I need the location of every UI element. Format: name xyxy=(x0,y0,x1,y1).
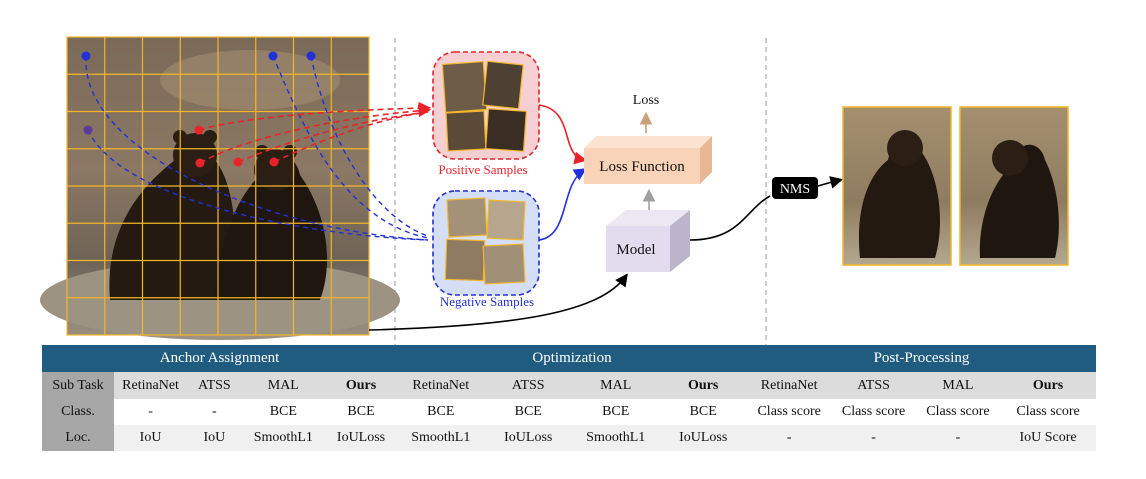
table-cell: RetinaNet xyxy=(114,372,188,399)
nms-to-output-arrow xyxy=(817,176,844,189)
table-cell: BCE xyxy=(241,399,325,425)
table-cell: Loc. xyxy=(42,425,115,451)
table-cell: IoU Score xyxy=(1000,425,1096,451)
positive-samples-label: Positive Samples xyxy=(438,162,527,177)
section-header-row: Anchor Assignment Optimization Post-Proc… xyxy=(42,345,1096,372)
negative-samples-label: Negative Samples xyxy=(440,294,534,309)
table-cell: Ours xyxy=(659,372,747,399)
positive-anchor-point xyxy=(233,157,243,167)
table-cell: RetinaNet xyxy=(397,372,485,399)
nms-label: NMS xyxy=(780,182,810,197)
output-crop-right xyxy=(959,106,1069,266)
positive-anchor-point xyxy=(195,158,205,168)
comparison-table: Anchor Assignment Optimization Post-Proc… xyxy=(42,345,1096,451)
table-cell: SmoothL1 xyxy=(571,425,660,451)
negative-to-loss-arrow xyxy=(538,168,587,241)
table-cell: SmoothL1 xyxy=(397,425,485,451)
table-cell: RetinaNet xyxy=(746,372,832,399)
table-cell: MAL xyxy=(915,372,1001,399)
table-cell: BCE xyxy=(571,399,660,425)
model-label: Model xyxy=(616,242,655,258)
table-cell: IoULoss xyxy=(484,425,572,451)
table-cell: IoULoss xyxy=(325,425,398,451)
anchor-grid xyxy=(66,36,370,336)
loss-label: Loss xyxy=(633,93,659,108)
table-cell: - xyxy=(114,399,188,425)
negative-anchor-point xyxy=(306,51,316,61)
table-cell: Ours xyxy=(1000,372,1096,399)
table-cell: Class score xyxy=(915,399,1001,425)
loss-function-label: Loss Function xyxy=(599,159,685,175)
table-cell: - xyxy=(831,425,916,451)
model-to-nms-arrow xyxy=(689,195,771,241)
nms-box xyxy=(772,177,818,199)
positive-samples-group xyxy=(432,51,540,160)
negative-anchor-point xyxy=(268,51,278,61)
table-cell: Sub Task xyxy=(42,372,115,399)
negative-anchor-point xyxy=(83,125,93,135)
positive-to-loss-arrow xyxy=(538,104,588,165)
table-cell: ATSS xyxy=(187,372,242,399)
table-cell: - xyxy=(746,425,832,451)
comparison-table-wrapper: Anchor Assignment Optimization Post-Proc… xyxy=(42,345,1096,451)
positive-anchor-point xyxy=(269,157,279,167)
negative-anchor-point xyxy=(81,51,91,61)
table-cell: IoU xyxy=(114,425,188,451)
table-cell: ATSS xyxy=(484,372,572,399)
table-cell: Ours xyxy=(325,372,398,399)
model-box xyxy=(606,210,690,272)
table-cell: BCE xyxy=(397,399,485,425)
pipeline-diagram: Positive Samples Negative Samples Loss F… xyxy=(40,36,1069,345)
section-post-processing: Post-Processing xyxy=(746,345,1096,372)
table-cell: MAL xyxy=(571,372,660,399)
table-cell: SmoothL1 xyxy=(241,425,325,451)
table-cell: IoU xyxy=(187,425,242,451)
section-anchor-assignment: Anchor Assignment xyxy=(42,345,398,372)
negative-anchor-links xyxy=(85,55,429,241)
table-cell: Class score xyxy=(746,399,832,425)
image-to-model-arrow xyxy=(368,273,628,331)
table-cell: MAL xyxy=(241,372,325,399)
table-cell: BCE xyxy=(484,399,572,425)
table-cell: Class score xyxy=(831,399,916,425)
table-row-localization: Loc. IoU IoU SmoothL1 IoULoss SmoothL1 I… xyxy=(42,425,1096,451)
table-cell: IoULoss xyxy=(659,425,747,451)
table-row-class: Class. - - BCE BCE BCE BCE BCE BCE Class… xyxy=(42,399,1096,425)
section-optimization: Optimization xyxy=(397,345,747,372)
table-row-subtask: Sub Task RetinaNet ATSS MAL Ours RetinaN… xyxy=(42,372,1096,399)
loss-function-box xyxy=(584,136,712,184)
table-cell: BCE xyxy=(659,399,747,425)
table-cell: Class. xyxy=(42,399,115,425)
table-cell: Class score xyxy=(1000,399,1096,425)
positive-anchor-point xyxy=(194,125,204,135)
table-cell: ATSS xyxy=(831,372,916,399)
table-cell: - xyxy=(187,399,242,425)
table-cell: - xyxy=(915,425,1001,451)
positive-anchor-links xyxy=(198,101,432,164)
table-cell: BCE xyxy=(325,399,398,425)
input-image xyxy=(40,37,400,340)
negative-samples-group xyxy=(432,190,540,296)
output-crop-left xyxy=(842,106,952,266)
